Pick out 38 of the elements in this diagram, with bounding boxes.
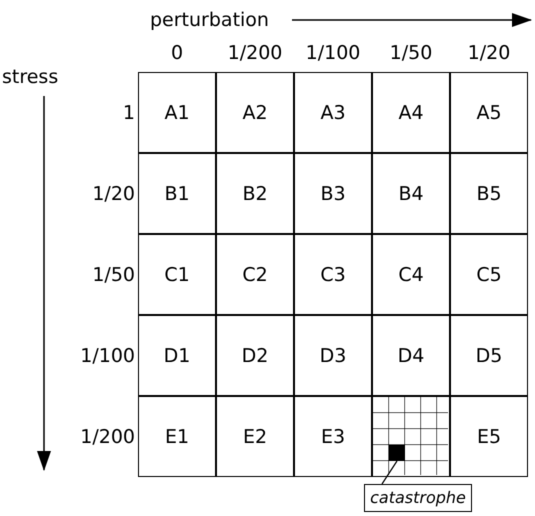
table-cell: C2 — [216, 234, 294, 315]
table-cell: B2 — [216, 153, 294, 234]
marked-square — [389, 445, 405, 461]
table-cell: A5 — [450, 72, 528, 153]
column-header: 1/20 — [468, 42, 510, 64]
table-cell: C1 — [138, 234, 216, 315]
table-cell: C5 — [450, 234, 528, 315]
table-cell: E2 — [216, 396, 294, 477]
axis-label: stress — [2, 66, 58, 88]
column-header: 0 — [170, 42, 184, 64]
table-cell: E5 — [450, 396, 528, 477]
table-cell: D1 — [138, 315, 216, 396]
row-header: 1/20 — [92, 182, 135, 204]
axis-label: perturbation — [150, 9, 269, 31]
column-header: 1/100 — [306, 42, 360, 64]
table-cell: A2 — [216, 72, 294, 153]
table-cell: A1 — [138, 72, 216, 153]
callout-label: catastrophe — [364, 484, 472, 512]
column-header: 1/200 — [228, 42, 282, 64]
table-cell: E3 — [294, 396, 372, 477]
table-cell: D2 — [216, 315, 294, 396]
table-cell: B3 — [294, 153, 372, 234]
table-cell: C3 — [294, 234, 372, 315]
table-cell: B5 — [450, 153, 528, 234]
table-cell: E1 — [138, 396, 216, 477]
table-cell: D3 — [294, 315, 372, 396]
table-cell: B1 — [138, 153, 216, 234]
table-cell: D5 — [450, 315, 528, 396]
table-cell: C4 — [372, 234, 450, 315]
row-header: 1/200 — [80, 426, 135, 448]
row-header: 1/100 — [80, 344, 135, 366]
table-cell: D4 — [372, 315, 450, 396]
row-header: 1/50 — [92, 264, 135, 286]
row-header: 1 — [122, 102, 135, 124]
table-cell: A4 — [372, 72, 450, 153]
table-cell: B4 — [372, 153, 450, 234]
column-header: 1/50 — [390, 42, 432, 64]
table-cell: A3 — [294, 72, 372, 153]
